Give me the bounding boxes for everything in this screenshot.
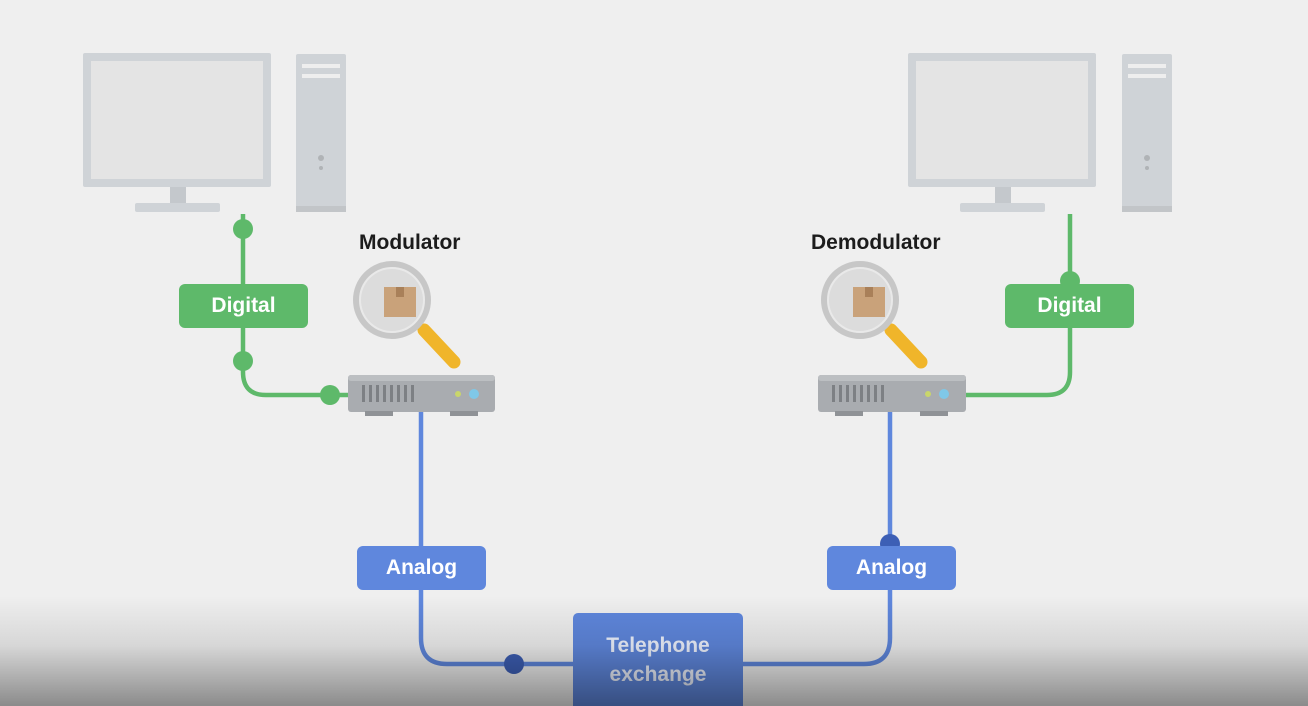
exchange-label-line1: Telephone bbox=[606, 633, 710, 657]
demodulator-label: Demodulator bbox=[811, 231, 941, 254]
analog-tag-right: Analog bbox=[827, 546, 956, 590]
digital-link-left bbox=[240, 214, 350, 398]
modulator-label: Modulator bbox=[359, 231, 461, 254]
monitor-icon bbox=[908, 53, 1096, 212]
digital-node bbox=[320, 385, 340, 405]
analog-link-right bbox=[742, 408, 893, 667]
modem-icon bbox=[818, 375, 966, 416]
magnifier-icon bbox=[353, 261, 461, 369]
digital-tag-left: Digital bbox=[179, 284, 308, 328]
monitor-icon bbox=[83, 53, 271, 212]
analog-link-left bbox=[418, 408, 575, 667]
digital-node bbox=[233, 351, 253, 371]
magnifier-icon bbox=[821, 261, 928, 369]
digital-tag-right: Digital bbox=[1005, 284, 1134, 328]
exchange-label-line2: exchange bbox=[609, 662, 707, 686]
analog-tag-left: Analog bbox=[357, 546, 486, 590]
modem-icon bbox=[348, 375, 495, 416]
digital-node bbox=[233, 219, 253, 239]
digital-link-right bbox=[964, 214, 1073, 398]
telephone-exchange-box: Telephone exchange bbox=[573, 613, 743, 706]
package-icon bbox=[384, 287, 416, 317]
analog-node bbox=[504, 654, 524, 674]
package-icon bbox=[853, 287, 885, 317]
tower-icon bbox=[1122, 54, 1172, 212]
tower-icon bbox=[296, 54, 346, 212]
